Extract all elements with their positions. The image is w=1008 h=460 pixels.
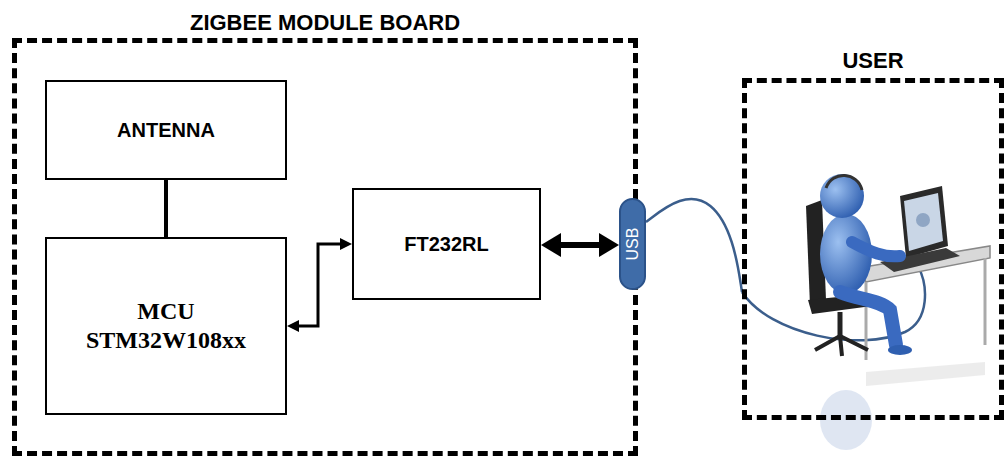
usb-uart-chip-block: FT232RL xyxy=(352,188,541,300)
user-illustration xyxy=(742,174,990,450)
person-head xyxy=(820,174,864,218)
reflection xyxy=(820,362,985,450)
user-region: USER xyxy=(742,78,1004,420)
person-arm xyxy=(852,242,900,256)
mcu-block: MCU STM32W108xx xyxy=(45,237,287,415)
uart-link xyxy=(292,244,347,326)
usb-cable xyxy=(646,199,742,292)
block-label: ANTENNA xyxy=(117,119,215,142)
person-foot xyxy=(888,345,912,355)
chair-base xyxy=(815,336,868,356)
person-leg xyxy=(840,292,896,345)
rf-link xyxy=(164,180,168,237)
usb-link xyxy=(549,242,611,248)
laptop-display xyxy=(904,193,943,251)
chair-post xyxy=(838,312,843,336)
headset xyxy=(826,175,862,190)
region-heading: USER xyxy=(707,48,1008,74)
block-label: MCU STM32W108xx xyxy=(86,297,246,355)
antenna-block: ANTENNA xyxy=(45,80,287,180)
block-label: FT232RL xyxy=(404,233,488,256)
region-heading: ZIGBEE MODULE BOARD xyxy=(0,10,673,36)
block-label: USB xyxy=(624,228,642,261)
screen-figure xyxy=(916,213,930,227)
module-board-region: ZIGBEE MODULE BOARDANTENNAMCU STM32W108x… xyxy=(12,38,638,456)
laptop-screen xyxy=(900,186,948,258)
desk-leg xyxy=(984,258,987,345)
usb-connector: USB xyxy=(619,198,646,290)
